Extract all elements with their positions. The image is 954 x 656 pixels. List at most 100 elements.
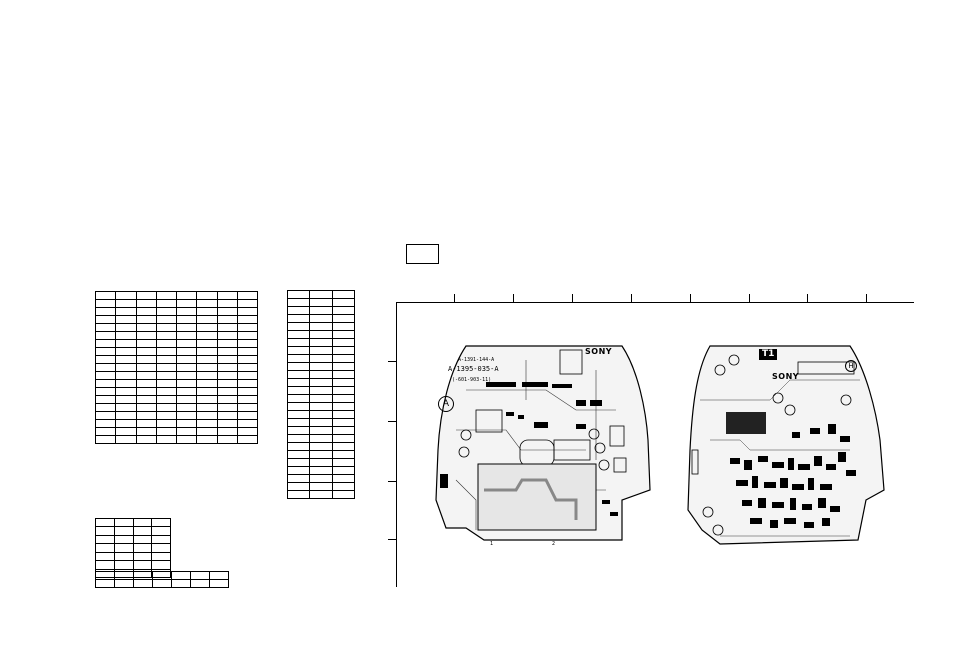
table-cell	[216, 291, 238, 300]
table-row	[94, 419, 259, 428]
table-cell	[331, 474, 356, 483]
table-cell	[331, 330, 356, 339]
table-cell	[309, 314, 333, 323]
table-cell	[95, 579, 115, 588]
table-cell	[309, 442, 333, 451]
table-cell	[95, 543, 115, 553]
table-cell	[132, 560, 153, 570]
table-cell	[155, 411, 178, 420]
table-cell	[331, 354, 356, 363]
table-row	[286, 394, 356, 403]
table-cell	[115, 339, 137, 348]
table-cell	[331, 338, 356, 347]
table-row	[94, 339, 259, 348]
table-cell	[196, 411, 218, 420]
table-cell	[175, 323, 198, 332]
table-cell	[309, 458, 333, 467]
table-cell	[331, 346, 356, 355]
table-cell	[133, 579, 153, 588]
table-cell	[196, 379, 218, 388]
table-row	[94, 315, 259, 324]
table-cell	[309, 426, 333, 435]
table-cell	[113, 534, 134, 545]
table-cell	[95, 517, 115, 528]
table-cell	[114, 571, 134, 580]
ruler-tick	[513, 294, 514, 302]
table-cell	[286, 474, 311, 483]
table-cell	[216, 331, 238, 340]
table-cell	[135, 363, 157, 372]
table-cell	[286, 346, 311, 355]
table-cell	[135, 419, 157, 428]
table-cell	[95, 551, 115, 562]
table-cell	[331, 450, 356, 459]
table-cell	[175, 307, 198, 316]
table-row	[94, 403, 259, 412]
table-cell	[151, 526, 171, 536]
table-cell	[94, 419, 117, 428]
table-cell	[115, 291, 137, 300]
table-row	[94, 371, 259, 380]
table-cell	[135, 339, 157, 348]
sub-board-side-marker: H	[845, 360, 857, 372]
table-row	[286, 378, 356, 387]
table-cell	[113, 517, 134, 528]
table-cell	[216, 315, 238, 324]
table-cell	[155, 299, 178, 308]
table-cell	[236, 323, 259, 332]
table-cell	[286, 466, 311, 475]
table-cell	[135, 435, 157, 444]
sub-pcb-board	[687, 345, 885, 545]
table-cell	[135, 355, 157, 364]
table-cell	[115, 403, 137, 412]
parts-table-left	[94, 291, 259, 444]
table-cell	[286, 314, 311, 323]
table-cell	[331, 458, 356, 467]
table-cell	[190, 579, 210, 588]
table-cell	[216, 299, 238, 308]
table-row	[95, 579, 229, 588]
table-cell	[196, 339, 218, 348]
table-cell	[309, 362, 333, 371]
table-row	[95, 551, 171, 562]
table-cell	[216, 363, 238, 372]
table-cell	[115, 419, 137, 428]
table-cell	[113, 560, 134, 570]
table-cell	[113, 551, 134, 562]
table-cell	[286, 482, 311, 491]
table-cell	[175, 331, 198, 340]
table-row	[286, 298, 356, 307]
table-cell	[155, 331, 178, 340]
table-cell	[115, 315, 137, 324]
table-cell	[95, 534, 115, 545]
table-row	[94, 347, 259, 356]
table-row	[286, 306, 356, 315]
sub-board-tag: T1	[759, 349, 778, 360]
table-row	[286, 442, 356, 451]
ruler-tick	[572, 294, 573, 302]
table-cell	[286, 386, 311, 395]
table-row	[95, 534, 171, 545]
table-cell	[236, 299, 259, 308]
table-cell	[286, 426, 311, 435]
table-cell	[196, 347, 218, 356]
table-cell	[209, 579, 229, 588]
table-row	[286, 354, 356, 363]
table-cell	[114, 579, 134, 588]
table-cell	[331, 410, 356, 419]
table-cell	[331, 466, 356, 475]
ruler-tick	[866, 294, 867, 302]
board-frame	[396, 302, 914, 587]
table-row	[286, 418, 356, 427]
table-cell	[286, 306, 311, 315]
table-cell	[175, 291, 198, 300]
table-cell	[113, 526, 134, 536]
table-row	[94, 291, 259, 300]
table-cell	[286, 442, 311, 451]
table-cell	[236, 307, 259, 316]
table-cell	[286, 370, 311, 379]
table-cell	[309, 466, 333, 475]
table-row	[286, 386, 356, 395]
table-cell	[175, 363, 198, 372]
table-row	[94, 387, 259, 396]
